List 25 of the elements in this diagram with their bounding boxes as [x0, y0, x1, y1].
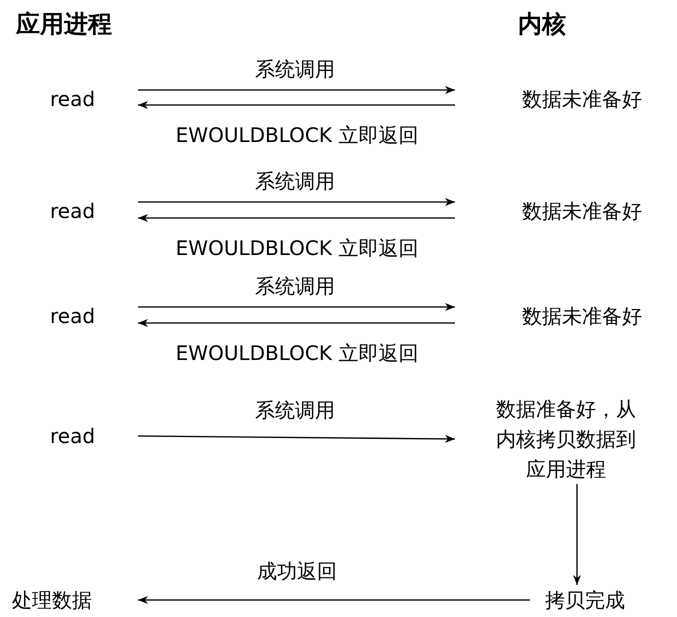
step-text: 数据未准备好 [455, 196, 642, 226]
arrow [138, 198, 455, 206]
edge-label: 系统调用 [255, 273, 335, 299]
edge-label: 系统调用 [255, 168, 335, 194]
arrow [573, 484, 581, 585]
arrow [138, 303, 455, 311]
step-text: 处理数据 [12, 585, 138, 615]
step-text: read [50, 301, 138, 331]
column-heading: 应用进程 [16, 9, 112, 40]
step-text: 数据未准备好 [455, 301, 642, 331]
arrow [138, 214, 455, 222]
arrow [138, 434, 455, 443]
arrow [138, 319, 455, 327]
step-text: read [50, 421, 138, 451]
edge-label: 系统调用 [255, 56, 335, 82]
arrow [138, 86, 455, 94]
step-text: 数据准备好，从内核拷贝数据到应用进程 [455, 394, 677, 484]
step-text: 拷贝完成 [530, 585, 625, 615]
step-text: read [50, 84, 138, 114]
arrow [138, 101, 455, 109]
step-text: 数据未准备好 [455, 84, 642, 114]
arrow [138, 596, 530, 604]
step-text: read [50, 196, 138, 226]
edge-label: 系统调用 [255, 397, 335, 423]
column-heading: 内核 [518, 9, 566, 40]
